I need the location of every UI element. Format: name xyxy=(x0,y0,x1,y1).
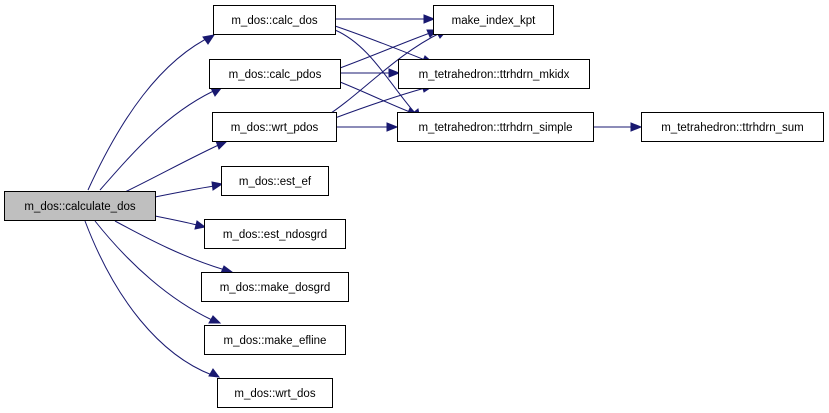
node-make-efline[interactable]: m_dos::make_efline xyxy=(204,325,346,355)
node-calc-dos[interactable]: m_dos::calc_dos xyxy=(213,5,336,35)
edge-calculate-dos-to-wrt-pdos xyxy=(124,140,229,193)
node-ttrhdrn-mkidx[interactable]: m_tetrahedron::ttrhdrn_mkidx xyxy=(398,59,590,89)
edge-calculate-dos-to-est-ndosgrd xyxy=(154,215,207,230)
edge-calculate-dos-to-make-efline xyxy=(94,220,222,324)
node-label: m_dos::calc_dos xyxy=(231,15,318,27)
node-make-dosgrd[interactable]: m_dos::make_dosgrd xyxy=(201,272,349,302)
node-label: m_dos::est_ndosgrd xyxy=(223,229,327,241)
node-calc-pdos[interactable]: m_dos::calc_pdos xyxy=(209,59,341,89)
node-label: m_tetrahedron::ttrhdrn_mkidx xyxy=(419,69,570,81)
edge-calc-dos-to-make-index-kpt xyxy=(335,14,436,24)
node-wrt-pdos[interactable]: m_dos::wrt_pdos xyxy=(212,112,337,142)
node-label: m_dos::wrt_dos xyxy=(234,388,315,400)
edge-calculate-dos-to-calc-dos xyxy=(87,34,216,191)
node-label: m_dos::calculate_dos xyxy=(24,201,135,213)
node-ttrhdrn-simple[interactable]: m_tetrahedron::ttrhdrn_simple xyxy=(397,112,594,142)
node-calculate-dos[interactable]: m_dos::calculate_dos xyxy=(4,191,156,221)
node-label: m_dos::calc_pdos xyxy=(229,69,322,81)
edge-wrt-pdos-to-ttrhdrn-simple xyxy=(335,122,399,132)
node-ttrhdrn-sum[interactable]: m_tetrahedron::ttrhdrn_sum xyxy=(641,112,824,142)
edge-calculate-dos-to-wrt-dos xyxy=(84,220,221,378)
node-label: m_tetrahedron::ttrhdrn_simple xyxy=(418,122,572,134)
edge-calculate-dos-to-calc-pdos xyxy=(99,86,224,191)
node-est-ef[interactable]: m_dos::est_ef xyxy=(221,166,329,196)
node-label: m_tetrahedron::ttrhdrn_sum xyxy=(661,122,804,134)
node-wrt-dos[interactable]: m_dos::wrt_dos xyxy=(217,378,333,408)
edge-calc-pdos-to-ttrhdrn-mkidx xyxy=(340,68,401,78)
node-label: m_dos::est_ef xyxy=(239,176,312,188)
node-make-index-kpt[interactable]: make_index_kpt xyxy=(433,5,554,35)
edge-calculate-dos-to-est-ef xyxy=(154,181,224,198)
edge-calc-dos-to-ttrhdrn-mkidx xyxy=(334,25,435,64)
node-label: make_index_kpt xyxy=(452,15,537,27)
node-label: m_dos::make_dosgrd xyxy=(220,282,331,294)
node-est-ndosgrd[interactable]: m_dos::est_ndosgrd xyxy=(204,219,346,249)
node-label: m_dos::make_efline xyxy=(224,335,327,347)
node-label: m_dos::wrt_pdos xyxy=(231,122,319,134)
edge-ttrhdrn-simple-to-ttrhdrn-sum xyxy=(593,122,643,132)
